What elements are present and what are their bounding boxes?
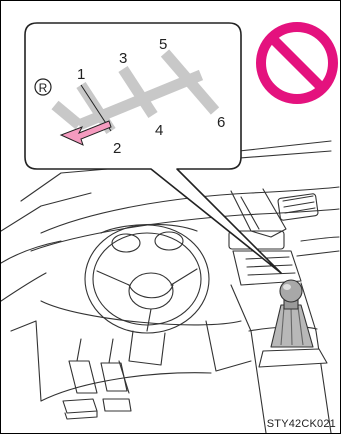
gear-6-label: 6 <box>217 114 225 131</box>
gear-5-label: 5 <box>159 36 167 53</box>
figure-code: STY42CK021 <box>267 418 336 430</box>
gear-r-text: R <box>39 81 48 95</box>
gear-1-label: 1 <box>77 66 85 83</box>
gear-r-label: R <box>35 79 51 95</box>
gear-shift-lever <box>259 280 327 367</box>
gear-3-label: 3 <box>119 50 127 67</box>
shift-pattern-callout: R 1 2 3 4 5 6 <box>25 23 281 273</box>
prohibited-icon <box>261 27 333 99</box>
gear-2-label: 2 <box>113 140 121 157</box>
gear-4-label: 4 <box>155 122 163 139</box>
